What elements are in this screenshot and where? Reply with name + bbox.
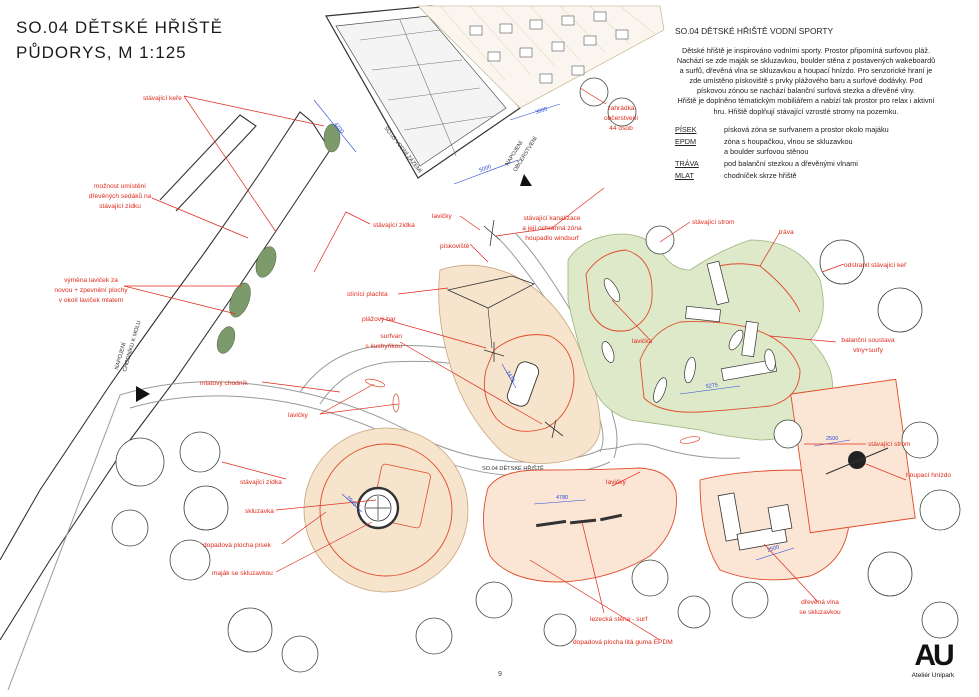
legend-row: TRÁVA pod balanční stezkou a dřevěnými v… <box>675 159 937 169</box>
logo-name: Ateliér Unipark <box>911 672 955 679</box>
surface-legend: PÍSEK písková zóna se surfvanem a prosto… <box>675 125 937 181</box>
benches <box>364 378 701 444</box>
label-drevena-2: se skluzavkou <box>799 609 841 616</box>
label-piskoviste: pískoviště <box>440 243 470 250</box>
annotation-leaders <box>123 87 907 641</box>
label-houpaci: houpací hnízdo <box>906 472 951 479</box>
label-stavajici-kere: stávající keře <box>143 95 182 102</box>
dim-2500a: 2500 <box>826 436 838 442</box>
label-majak: maják se skluzavkou <box>212 570 273 577</box>
legend-key: EPDM <box>675 136 697 146</box>
label-zahradka-1: zahrádka <box>607 105 634 112</box>
grass-zone <box>567 233 833 441</box>
label-lavicky-bottom: lavičky <box>606 479 626 486</box>
legend-key: TRÁVA <box>675 158 699 168</box>
label-vymena-3: v okolí laviček mlatem <box>59 297 124 304</box>
label-skluzavka: skluzavka <box>245 508 274 515</box>
dim-3000: 3000 <box>535 106 549 115</box>
terrace-area <box>417 5 665 109</box>
label-moznost-1: možnost umístění <box>94 183 146 190</box>
legend-key: PÍSEK <box>675 124 697 134</box>
label-stavajici-zidka-left: stávající zídka <box>240 479 282 486</box>
label-plazovy: plážový bar <box>362 316 397 323</box>
label-zahradka-3: 44 osob <box>609 125 633 132</box>
label-kanalizace-2: a její ochranná zóna <box>522 225 582 232</box>
dim-5000: 5000 <box>479 164 493 174</box>
legend-row: MLAT chodníček skrze hřiště <box>675 171 937 181</box>
legend-value: písková zóna se surfvanem a prostor okol… <box>724 124 889 134</box>
label-trava: tráva <box>779 229 794 236</box>
label-odstranit: odstranit stávající keř <box>844 262 907 269</box>
label-vymena-2: novou + zpevnění plochy <box>54 287 128 294</box>
label-zahradka-2: občerstvení <box>604 115 638 122</box>
label-kanalizace-3: houpadlo windsurf <box>525 235 579 242</box>
label-kanalizace-1: stávající kanalizace <box>523 215 581 222</box>
legend-row: EPDM zóna s houpačkou, vlnou se skluzavk… <box>675 137 937 157</box>
dimension-lines <box>313 99 851 561</box>
label-dopadova-epdm: dopadová plocha litá guma EPDM <box>573 639 673 646</box>
label-drevena-1: dřevěná vlna <box>801 599 839 606</box>
lighthouse-area <box>303 427 469 593</box>
sandpit-zone <box>438 219 601 464</box>
legend-value: chodníček skrze hřiště <box>724 170 797 180</box>
label-stavajici-zidka-top: stávající zídka <box>373 222 415 229</box>
trees <box>111 77 961 673</box>
panel-heading: SO.04 DĚTSKÉ HŘIŠTĚ VODNÍ SPORTY <box>675 26 834 36</box>
label-surfvan-1: surfvan <box>380 333 402 340</box>
dim-5275: 5275 <box>705 382 718 390</box>
page-number: 9 <box>498 671 502 678</box>
label-lavicky-left: lavičky <box>288 412 308 419</box>
logo-mark: AU <box>914 639 954 672</box>
studio-logo: AU Ateliér Unipark <box>903 639 963 680</box>
label-so-hriste: SO.04 DĚTSKÉ HŘIŠTĚ <box>482 464 544 472</box>
label-stavajici-strom-top: stávající strom <box>692 219 735 226</box>
label-lavicka-mid: lavička <box>632 338 652 345</box>
dim-4780: 4780 <box>556 495 568 501</box>
label-stinici: stínící plachta <box>347 291 388 298</box>
label-lezecka: lezecká stěna - surf <box>590 616 647 623</box>
label-balancni-2: vlny+surfy <box>853 347 884 354</box>
label-stavajici-strom-right: stávající strom <box>868 441 911 448</box>
legend-key: MLAT <box>675 170 694 180</box>
connection-arrows <box>136 174 532 402</box>
shrubs <box>216 123 341 354</box>
label-moznost-2: dřevěných sedáků na <box>89 192 152 200</box>
dim-2500b: 2500 <box>767 544 781 553</box>
label-moznost-3: stávající zídku <box>99 203 141 210</box>
label-balancni-1: balanční soustava <box>841 337 894 344</box>
drawing-subtitle: PŮDORYS, M 1:125 <box>16 43 187 62</box>
label-dopadova-pisek: dopadová plocha písek <box>203 542 272 549</box>
dim-2475: 2475 <box>504 370 515 384</box>
legend-row: PÍSEK písková zóna se surfvanem a prosto… <box>675 125 937 135</box>
legend-value: zóna s houpačkou, vlnou se skluzavkou a … <box>724 136 853 156</box>
legend-value: pod balanční stezkou a dřevěnými vlnami <box>724 158 858 168</box>
panel-description: Dětské hřiště je inspirováno vodními spo… <box>676 46 936 116</box>
retaining-wall <box>0 111 331 641</box>
building-footprint <box>325 5 521 179</box>
label-surfvan-2: s kuchyňkou <box>365 343 402 350</box>
label-lavicky-top: lavičky <box>432 213 452 220</box>
label-mlatovy: mlatový chodník <box>200 380 248 387</box>
label-vymena-1: výměna laviček za <box>64 277 118 284</box>
drawing-title: SO.04 DĚTSKÉ HŘIŠTĚ <box>16 18 223 37</box>
description-panel: SO.04 DĚTSKÉ HŘIŠTĚ VODNÍ SPORTY Dětské … <box>675 26 937 183</box>
